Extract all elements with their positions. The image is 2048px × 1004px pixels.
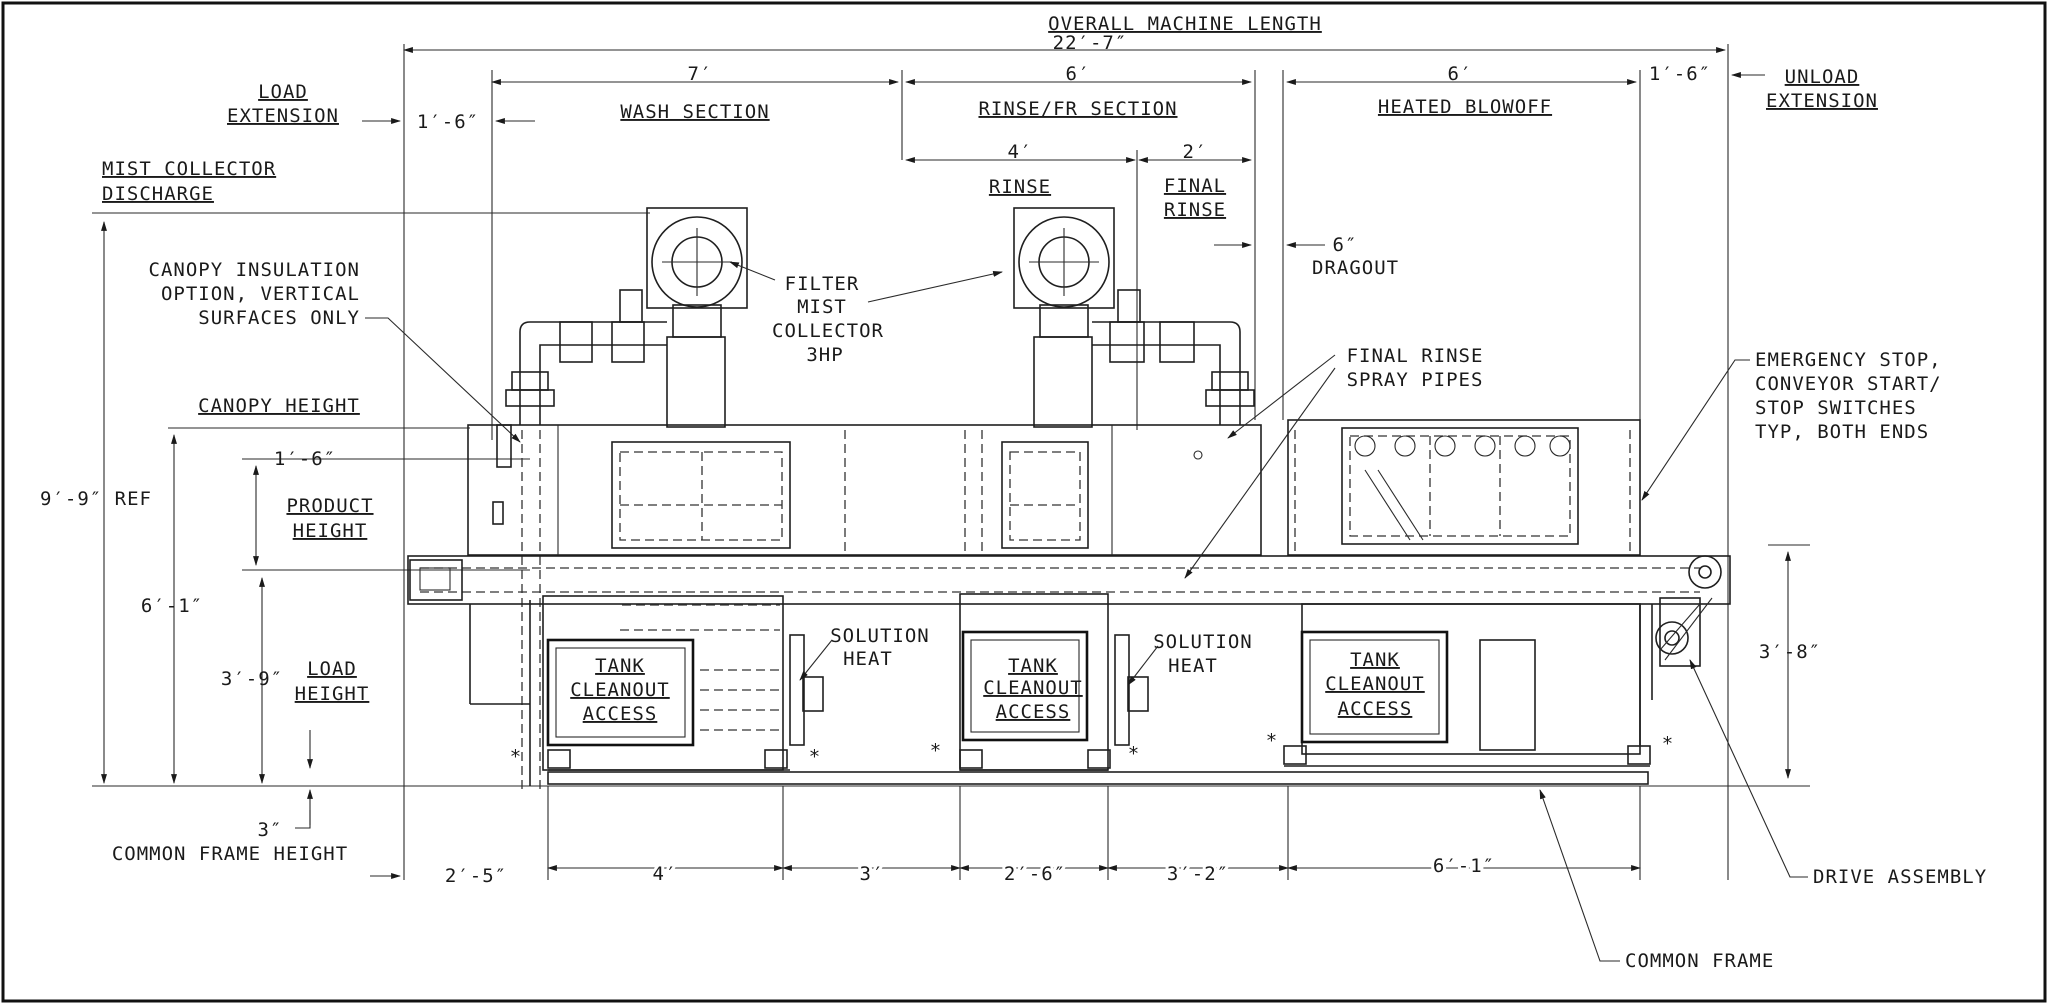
level-mark: * bbox=[1266, 730, 1278, 752]
canopy-height-dim: 6′-1″ bbox=[141, 595, 203, 617]
bottom-dim-6: 6′-1″ bbox=[1433, 855, 1495, 877]
bottom-dim-5: 3′-2″ bbox=[1167, 863, 1229, 885]
load-height-label-1: LOAD bbox=[307, 658, 357, 680]
estop-label-4: TYP, BOTH ENDS bbox=[1755, 421, 1929, 443]
load-height-dim: 3′-9″ bbox=[221, 668, 283, 690]
level-mark: * bbox=[510, 746, 522, 768]
bottom-dim-2: 4′ bbox=[653, 863, 678, 885]
level-mark: * bbox=[930, 740, 942, 762]
canopy-insulation-label-2: OPTION, VERTICAL bbox=[161, 283, 360, 305]
load-ext-dim: 1′-6″ bbox=[417, 111, 479, 133]
bottom-dim-1: 2′-5″ bbox=[445, 865, 507, 887]
bottom-dim-4: 2′-6″ bbox=[1004, 863, 1066, 885]
final-rinse-label-1: FINAL bbox=[1164, 175, 1226, 197]
estop-label-3: STOP SWITCHES bbox=[1755, 397, 1917, 419]
frame-height-dim: 3″ bbox=[258, 819, 283, 841]
rinse-fr-length-dim: 6′ bbox=[1066, 63, 1091, 85]
spray-pipes-label-1: FINAL RINSE bbox=[1347, 345, 1484, 367]
frame-height-label: COMMON FRAME HEIGHT bbox=[112, 843, 348, 865]
unload-height-dim: 3′-8″ bbox=[1759, 641, 1821, 663]
unload-ext-dim: 1′-6″ bbox=[1649, 63, 1711, 85]
rinse-fr-section-label: RINSE/FR SECTION bbox=[978, 98, 1177, 120]
machine-body: * * * * * * TANK CLEANOUT ACCESS TANK CL… bbox=[407, 207, 1731, 790]
filter-label-3: COLLECTOR bbox=[772, 320, 884, 342]
solution-heat-label-2-a: SOLUTION bbox=[1153, 631, 1253, 653]
canopy-insulation-label-3: SURFACES ONLY bbox=[198, 307, 360, 329]
product-height-label-2: HEIGHT bbox=[293, 520, 368, 542]
solution-heat-label-1-b: HEAT bbox=[843, 648, 893, 670]
tank3-label-3: ACCESS bbox=[1338, 698, 1413, 720]
level-mark: * bbox=[809, 746, 821, 768]
heated-blowoff-label: HEATED BLOWOFF bbox=[1378, 96, 1552, 118]
unload-extension-label-1: UNLOAD bbox=[1785, 66, 1860, 88]
wash-length-dim: 7′ bbox=[688, 63, 713, 85]
product-height-label-1: PRODUCT bbox=[286, 495, 373, 517]
level-mark: * bbox=[1128, 743, 1140, 765]
rinse-length-dim: 4′ bbox=[1008, 141, 1033, 163]
tank3-label-2: CLEANOUT bbox=[1325, 673, 1425, 695]
left-dimensions: MIST COLLECTOR DISCHARGE 9′-9″ REF CANOP… bbox=[40, 158, 1810, 865]
drive-assembly-label: DRIVE ASSEMBLY bbox=[1813, 866, 1987, 888]
bottom-dimensions: 2′-5″ 4′ 3′ 2′-6″ 3′-2″ 6′-1″ bbox=[370, 786, 1641, 888]
overall-height-dim: 9′-9″ REF bbox=[40, 488, 152, 510]
canopy-offset-dim: 1′-6″ bbox=[274, 448, 336, 470]
top-dimensions: OVERALL MACHINE LENGTH 22′-7″ 7′ 6′ 6′ 1… bbox=[227, 13, 1878, 880]
estop-label-2: CONVEYOR START/ bbox=[1755, 373, 1942, 395]
tank2-label-2: CLEANOUT bbox=[983, 677, 1083, 699]
filter-label-2: MIST bbox=[797, 296, 847, 318]
filter-label-1: FILTER bbox=[785, 273, 860, 295]
dragout-dim: 6″ bbox=[1333, 234, 1358, 256]
spray-pipes-label-2: SPRAY PIPES bbox=[1347, 369, 1484, 391]
rinse-label: RINSE bbox=[989, 176, 1051, 198]
filter-label-4: 3HP bbox=[806, 344, 843, 366]
callouts: FILTER MIST COLLECTOR 3HP FINAL RINSE SP… bbox=[729, 261, 1987, 972]
unload-extension-label-2: EXTENSION bbox=[1766, 90, 1878, 112]
overall-length-label: OVERALL MACHINE LENGTH bbox=[1048, 13, 1322, 35]
tank2-label-3: ACCESS bbox=[996, 701, 1071, 723]
mist-discharge-label-1: MIST COLLECTOR bbox=[102, 158, 276, 180]
final-rinse-length-dim: 2′ bbox=[1183, 141, 1208, 163]
canopy-height-label: CANOPY HEIGHT bbox=[198, 395, 360, 417]
solution-heat-label-1-a: SOLUTION bbox=[830, 625, 930, 647]
tank1-label-1: TANK bbox=[595, 655, 645, 677]
load-height-label-2: HEIGHT bbox=[295, 683, 370, 705]
dragout-label: DRAGOUT bbox=[1312, 257, 1399, 279]
overall-length-dim: 22′-7″ bbox=[1053, 32, 1128, 54]
estop-label-1: EMERGENCY STOP, bbox=[1755, 349, 1942, 371]
tank3-label-1: TANK bbox=[1350, 649, 1400, 671]
tank1-label-3: ACCESS bbox=[583, 703, 658, 725]
mist-discharge-label-2: DISCHARGE bbox=[102, 183, 214, 205]
wash-section-label: WASH SECTION bbox=[620, 101, 769, 123]
bottom-dim-3: 3′ bbox=[860, 863, 885, 885]
tank2-label-1: TANK bbox=[1008, 655, 1058, 677]
blowoff-length-dim: 6′ bbox=[1448, 63, 1473, 85]
solution-heat-label-2-b: HEAT bbox=[1168, 655, 1218, 677]
load-extension-label-1: LOAD bbox=[258, 81, 308, 103]
load-extension-label-2: EXTENSION bbox=[227, 105, 339, 127]
final-rinse-label-2: RINSE bbox=[1164, 199, 1226, 221]
canopy-insulation-label-1: CANOPY INSULATION bbox=[149, 259, 360, 281]
common-frame-label: COMMON FRAME bbox=[1625, 950, 1774, 972]
tank1-label-2: CLEANOUT bbox=[570, 679, 670, 701]
level-mark: * bbox=[1662, 733, 1674, 755]
